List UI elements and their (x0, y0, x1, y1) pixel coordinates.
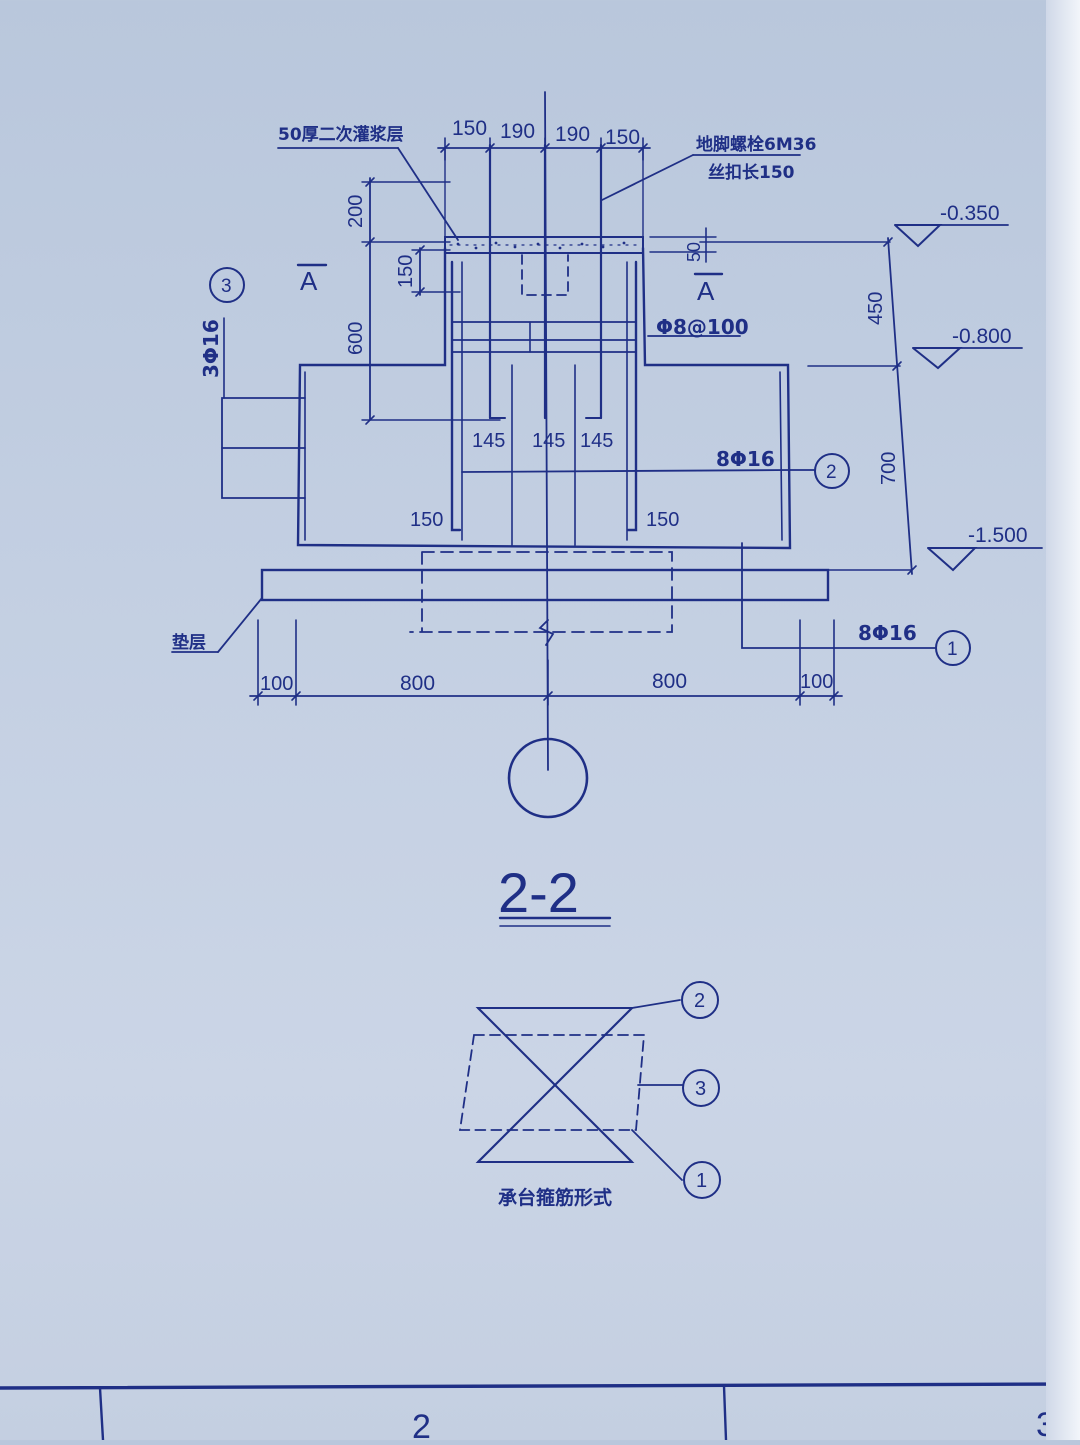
title-block-cell-center: 2 (412, 1408, 431, 1440)
dim-hook-left: 150 (410, 509, 443, 531)
legend-marker-1 (683, 1161, 721, 1199)
legend-marker-2-label: 2 (694, 990, 705, 1012)
legend-marker-2 (681, 981, 719, 1019)
section-mark-left: A (300, 266, 318, 296)
pedestal-bar-left (450, 260, 462, 532)
dim-left-200: 200 (345, 195, 367, 228)
marker-3-label: 3 (221, 276, 232, 297)
dim-hook-right: 150 (646, 509, 679, 531)
grout-layer-label: 50厚二次灌浆层 (278, 124, 404, 145)
marker-2-label: 2 (826, 462, 837, 483)
dim-50: 50 (684, 242, 704, 262)
elevation-label-2: -0.800 (952, 325, 1012, 348)
dim-inner-1: 145 (472, 430, 505, 452)
elevation-marker-3 (927, 547, 978, 572)
legend-marker-3 (682, 1069, 720, 1107)
dim-left-600: 600 (345, 322, 367, 355)
marker-2 (814, 453, 850, 489)
cushion-label: 垫层 (172, 632, 206, 653)
legend-marker-1-label: 1 (696, 1170, 707, 1192)
dim-bottom-2: 800 (400, 672, 435, 695)
dim-top-1: 150 (452, 117, 487, 140)
elevation-label-3: -1.500 (968, 524, 1028, 547)
cushion-layer (260, 568, 830, 602)
rebar-2-line (461, 469, 791, 473)
cap-outline (296, 246, 792, 550)
paper-edge (1046, 0, 1080, 1440)
dim-bottom-4: 100 (800, 671, 833, 693)
dim-inner-2: 145 (532, 430, 565, 452)
dim-right-700: 700 (878, 452, 900, 485)
stirrup-legend (458, 981, 721, 1199)
elevation-marker-2 (912, 347, 963, 370)
elevation-label-1: -0.350 (940, 202, 1000, 225)
dim-bottom-1: 100 (260, 673, 293, 695)
legend-title: 承台箍筋形式 (498, 1186, 612, 1209)
dim-top-3: 190 (555, 123, 590, 146)
rebar-1-label: 8Φ16 (858, 621, 917, 645)
dim-top-4: 150 (605, 126, 640, 149)
marker-1 (935, 630, 971, 666)
thread-length-label: 丝扣长150 (708, 162, 795, 183)
side-rebar-label: 3Φ16 (199, 319, 223, 378)
axis-bubble (507, 737, 589, 819)
elevation-marker-1 (894, 224, 943, 248)
rebar-2-label: 8Φ16 (716, 447, 775, 471)
dim-left-150: 150 (395, 255, 417, 288)
dim-bottom-3: 800 (652, 670, 687, 693)
marker-1-label: 1 (947, 639, 958, 660)
anchor-bolt-label: 地脚螺栓6M36 (696, 134, 816, 155)
section-mark-right: A (697, 276, 715, 306)
marker-3 (209, 267, 245, 303)
section-title: 2-2 (498, 861, 579, 924)
stirrup-spec-label: Φ8@100 (656, 315, 749, 339)
title-block-border (0, 1382, 1080, 1390)
dim-right-450: 450 (865, 292, 887, 325)
dim-inner-3: 145 (580, 430, 613, 452)
pedestal-bar-right (626, 260, 638, 532)
legend-marker-3-label: 3 (695, 1078, 706, 1100)
dim-top-2: 190 (500, 120, 535, 143)
